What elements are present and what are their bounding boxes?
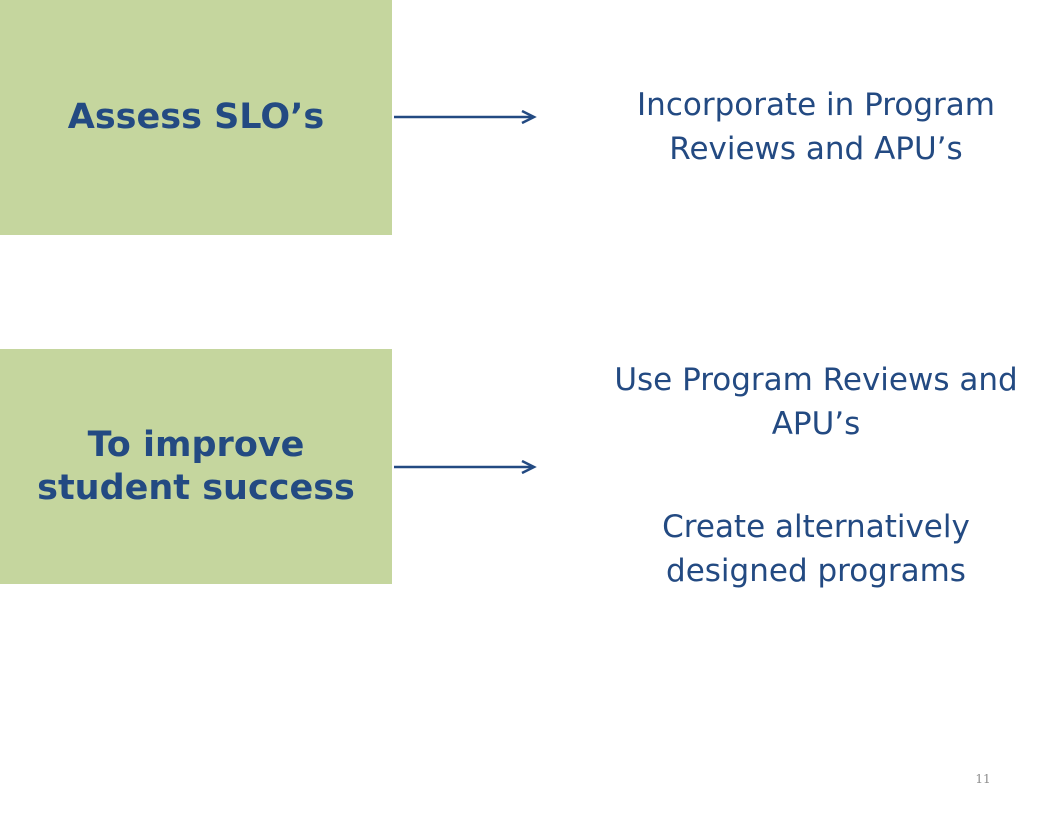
box-assess-slos: Assess SLO’s — [0, 0, 392, 235]
arrow-right-2 — [394, 460, 537, 474]
target-create-alternative-programs: Create alternatively designed programs — [662, 509, 970, 589]
target-incorporate-program-reviews: Incorporate in Program Reviews and APU’s — [637, 87, 995, 167]
target-use-program-reviews: Use Program Reviews and APU’s — [614, 362, 1018, 442]
box-improve-student-success-label: To improve student success — [37, 424, 355, 508]
page-number: 11 — [975, 772, 991, 786]
box-improve-student-success: To improve student success — [0, 349, 392, 584]
box-assess-slos-label: Assess SLO’s — [67, 97, 325, 137]
arrow-right-1 — [394, 110, 537, 124]
